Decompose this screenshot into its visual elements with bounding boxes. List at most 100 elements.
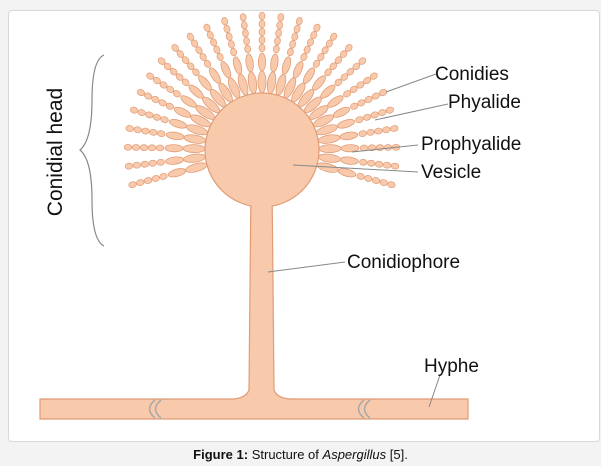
conidium <box>152 113 161 121</box>
caption-organism: Aspergillus <box>323 447 387 462</box>
phyalide-cell <box>167 167 186 179</box>
caption-reference: [5]. <box>390 447 408 462</box>
conidium <box>383 162 391 169</box>
conidium <box>244 45 251 53</box>
phyalide-cell <box>332 105 351 119</box>
conidium <box>151 175 160 183</box>
conidium <box>364 175 373 183</box>
phyalide-cell <box>340 156 359 165</box>
caption-figure-label: Figure 1: <box>193 447 248 462</box>
conidium <box>259 12 265 20</box>
conidium <box>128 181 137 189</box>
phyalide-cell <box>341 144 359 152</box>
conidium <box>378 109 387 117</box>
conidium <box>156 145 164 151</box>
conidium <box>359 159 367 166</box>
conidium <box>370 111 379 119</box>
conidium <box>259 36 265 44</box>
phyalide-cell <box>281 56 293 75</box>
conidium <box>221 17 229 26</box>
conidium <box>160 116 169 124</box>
conidium <box>125 163 133 170</box>
label-conidiophore: Conidiophore <box>347 252 460 273</box>
conidium <box>148 145 156 151</box>
conidium <box>286 48 294 57</box>
prophyalide-cell <box>318 153 341 164</box>
figure-caption: Figure 1: Structure of Aspergillus [5]. <box>0 447 601 462</box>
conidium <box>375 161 383 168</box>
conidium <box>295 17 303 26</box>
conidium <box>243 37 250 45</box>
phyalide-cell <box>336 118 355 130</box>
conidium <box>149 129 157 136</box>
conidium <box>230 48 238 57</box>
conidium <box>241 21 248 29</box>
phyalide-cell <box>339 131 358 141</box>
conidium <box>289 40 297 49</box>
conidium <box>367 160 375 167</box>
conidium <box>374 128 382 135</box>
prophyalide-cell <box>266 71 277 94</box>
phyalide-cell <box>291 60 305 79</box>
conidium <box>366 129 374 136</box>
conidium <box>391 163 399 170</box>
prophyalide-cell <box>183 153 206 164</box>
conidium <box>276 21 283 29</box>
conidium <box>149 160 157 167</box>
conidium <box>223 24 231 33</box>
conidial-head-bracket <box>80 55 104 246</box>
label-prophyalide: Prophyalide <box>421 134 521 155</box>
conidium <box>390 125 398 132</box>
conidium <box>293 24 301 33</box>
conidium <box>382 126 390 133</box>
prophyalide-cell <box>258 71 266 93</box>
conidium <box>372 177 381 185</box>
caption-text: Structure of <box>252 447 319 462</box>
label-phyalide: Phyalide <box>448 92 521 113</box>
conidium <box>259 44 265 52</box>
conidium <box>240 13 247 21</box>
phyalide-cell <box>258 53 265 71</box>
phyalide-cell <box>173 105 192 119</box>
conidium <box>242 29 249 37</box>
conidium <box>124 144 132 150</box>
conidium <box>130 106 139 114</box>
label-vesicle: Vesicle <box>421 162 481 183</box>
conidia-chain <box>124 143 205 153</box>
conidium <box>356 173 365 181</box>
conidium <box>277 13 284 21</box>
phyalide-cell <box>168 118 187 130</box>
conidium <box>159 173 168 181</box>
conidium <box>141 128 149 135</box>
conidium <box>157 159 165 166</box>
conidium <box>141 161 149 168</box>
conidium <box>126 125 134 132</box>
phyalide-cell <box>245 53 255 72</box>
prophyalide-cell <box>247 71 258 94</box>
conidium <box>136 179 145 187</box>
conidium <box>144 177 153 185</box>
conidium <box>273 45 280 53</box>
conidium <box>259 20 265 28</box>
prophyalide-cell <box>319 144 341 152</box>
conidium <box>387 181 396 189</box>
conidium <box>291 32 299 41</box>
conidium <box>157 130 165 137</box>
conidial-head-label: Conidial head <box>44 88 67 216</box>
leader-conidies <box>386 74 436 92</box>
conidia-chain <box>258 12 266 93</box>
prophyalide-cell <box>185 161 208 174</box>
conidium <box>227 40 235 49</box>
conidium <box>385 106 394 114</box>
conidium <box>140 145 148 151</box>
hyphe-shape <box>40 180 468 419</box>
conidium <box>145 111 154 119</box>
conidium <box>225 32 233 41</box>
conidium <box>137 109 146 117</box>
phyalide-cell <box>219 60 233 79</box>
conidium <box>133 162 141 169</box>
phyalide-cell <box>270 53 280 72</box>
phyalide-cell <box>166 131 185 141</box>
